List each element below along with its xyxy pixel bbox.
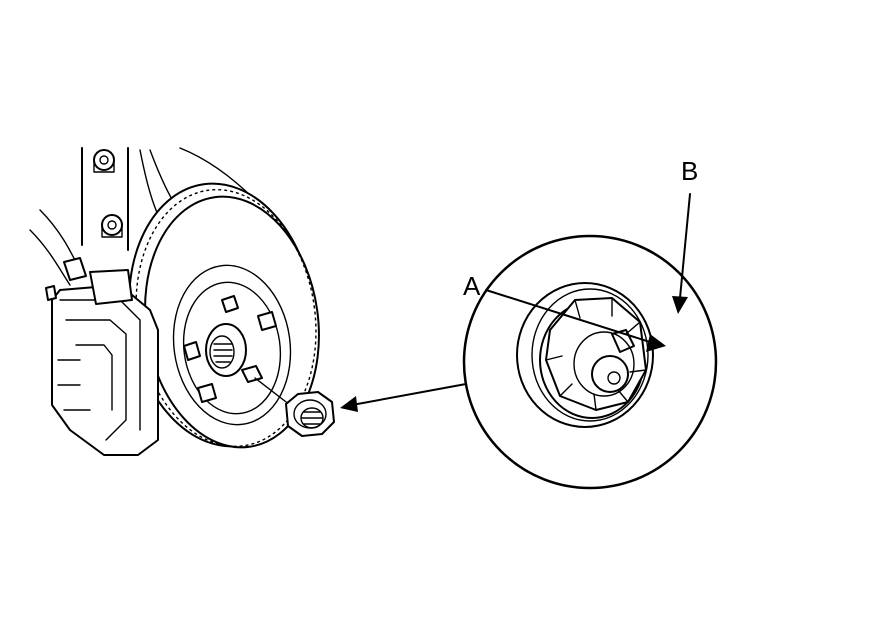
callout-b: B (672, 156, 698, 314)
callout-a: A (463, 271, 666, 352)
callout-label-b: B (681, 156, 698, 186)
wheel-stud-left (183, 341, 201, 361)
wheel-stud-lower-left (197, 383, 217, 403)
strut-bolt-upper (93, 149, 115, 173)
detail-circle (462, 234, 718, 490)
strut-bolt-lower (101, 214, 123, 238)
suspension-strut (29, 147, 256, 286)
wheel-hub (183, 295, 291, 406)
wheel-stud-top (221, 295, 239, 313)
wheel-stud-lower-right (241, 365, 263, 383)
callout-label-a: A (463, 271, 481, 301)
caliper-guide-pin (63, 257, 133, 305)
removal-arrow (340, 383, 467, 412)
spindle-nut (285, 391, 335, 437)
brake-caliper (45, 257, 159, 456)
brake-disc (128, 182, 320, 449)
wheel-stud-right (257, 311, 277, 331)
